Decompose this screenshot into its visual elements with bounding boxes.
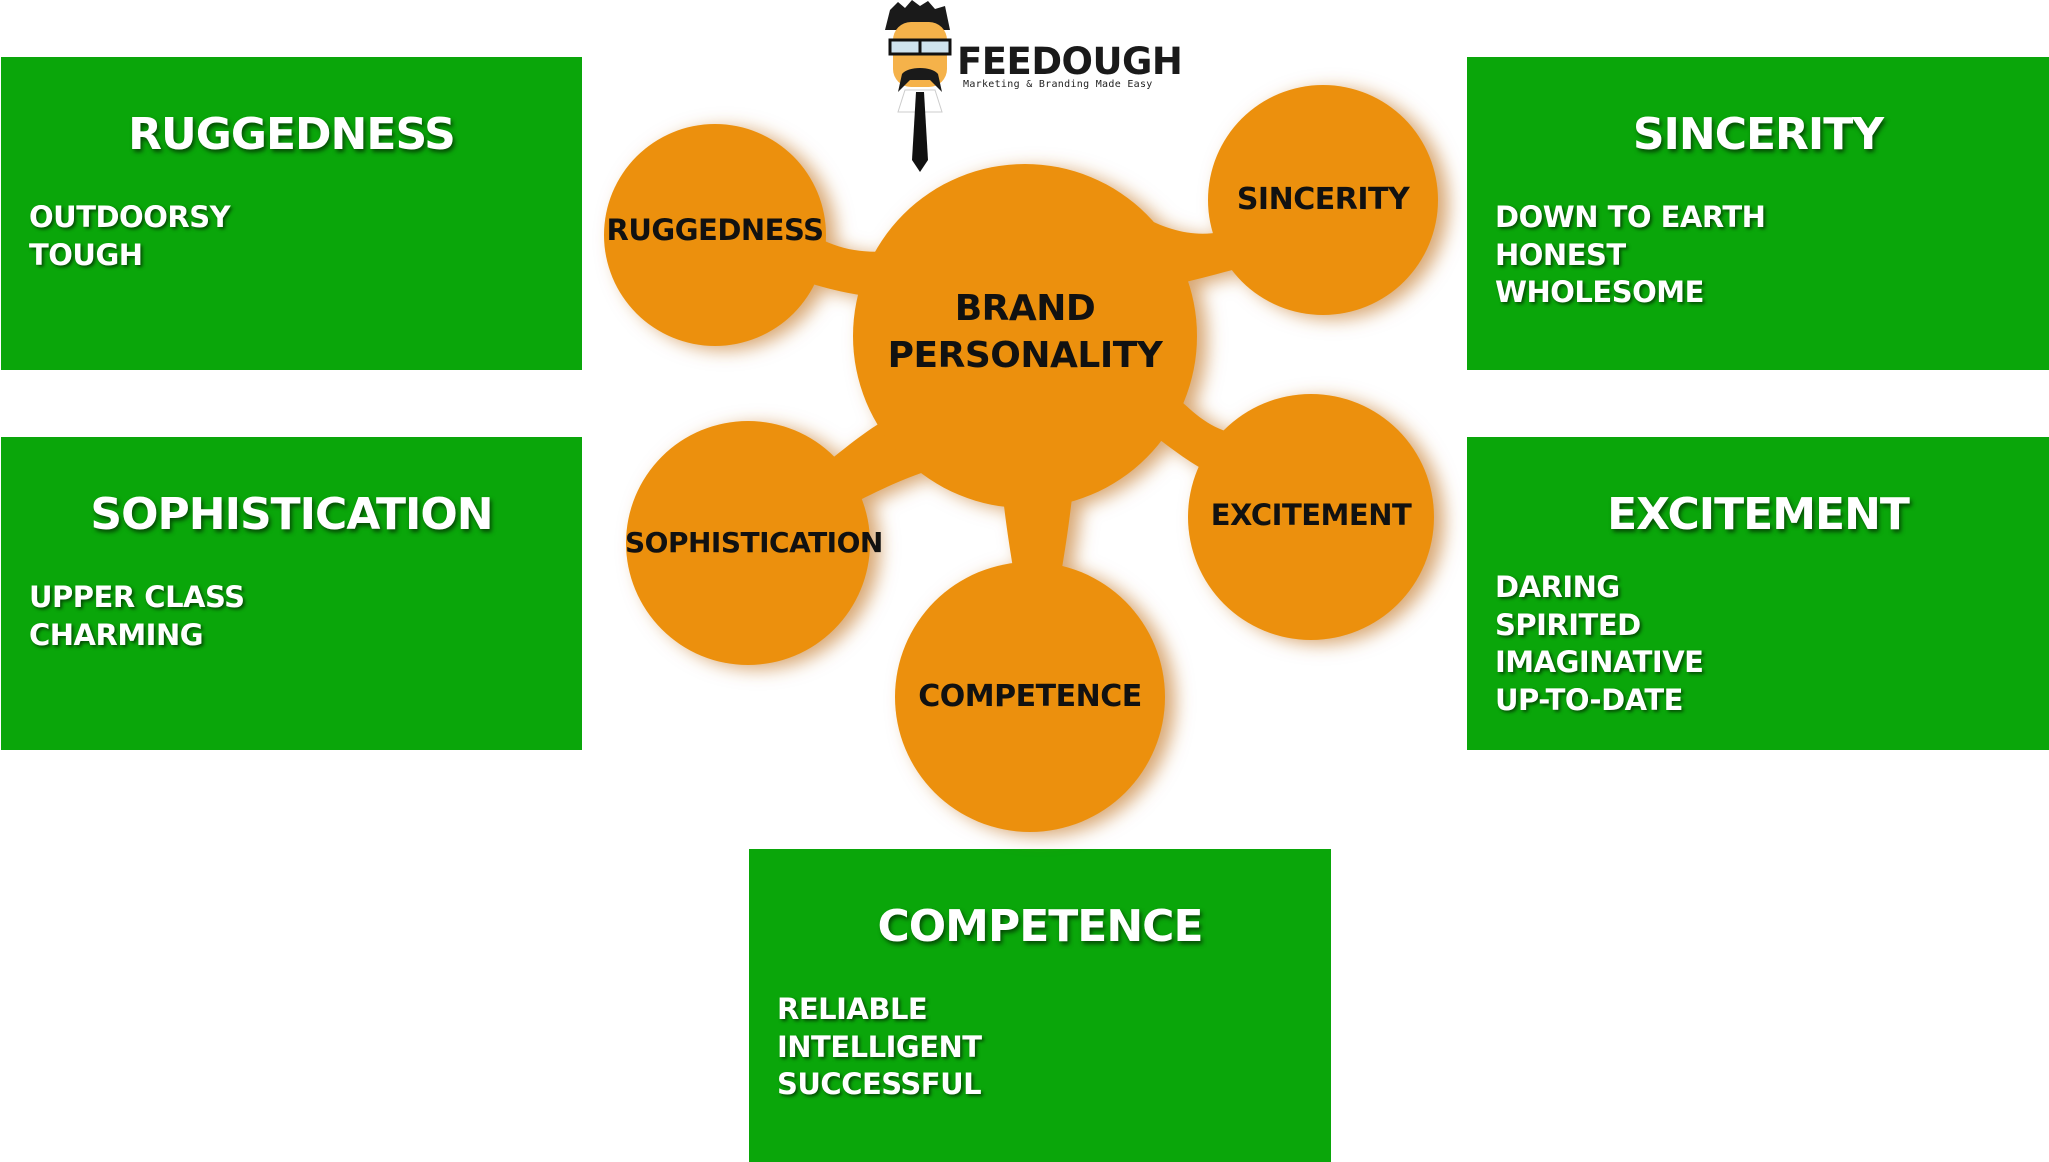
- sophistication-trait-list: UPPER CLASS CHARMING: [29, 579, 245, 654]
- sincerity-trait-list: DOWN TO EARTH HONEST WHOLESOME: [1495, 199, 1766, 312]
- sincerity-box: SINCERITY DOWN TO EARTH HONEST WHOLESOME: [1467, 57, 2049, 370]
- ruggedness-circle-label: RUGGEDNESS: [606, 213, 824, 247]
- trait-item: CHARMING: [29, 617, 204, 652]
- sincerity-box-title: SINCERITY: [1632, 109, 1884, 160]
- competence-circle-label: COMPETENCE: [918, 679, 1142, 714]
- competence-circle: [895, 562, 1165, 832]
- sophistication-box: SOPHISTICATION UPPER CLASS CHARMING: [1, 437, 582, 750]
- trait-item: TOUGH: [29, 237, 143, 272]
- ruggedness-box: RUGGEDNESS OUTDOORSY TOUGH: [1, 57, 582, 370]
- sophistication-box-title: SOPHISTICATION: [90, 489, 493, 540]
- molecule-shape: [604, 85, 1438, 832]
- center-circle: [853, 164, 1197, 508]
- sophistication-circle: [626, 421, 870, 665]
- excitement-box: EXCITEMENT DARING SPIRITED IMAGINATIVE U…: [1467, 437, 2049, 750]
- logo-brand-name: FEEDOUGH: [957, 40, 1183, 83]
- competence-box: COMPETENCE RELIABLE INTELLIGENT SUCCESSF…: [749, 849, 1331, 1162]
- trait-item: INTELLIGENT: [777, 1029, 982, 1064]
- excitement-box-title: EXCITEMENT: [1607, 489, 1910, 540]
- logo-tagline: Marketing & Branding Made Easy: [963, 79, 1153, 90]
- ruggedness-trait-list: OUTDOORSY TOUGH: [29, 199, 231, 274]
- trait-item: OUTDOORSY: [29, 200, 231, 234]
- trait-item: IMAGINATIVE: [1495, 645, 1704, 679]
- trait-item: HONEST: [1495, 237, 1626, 272]
- sincerity-circle: [1208, 85, 1438, 315]
- ruggedness-circle: [604, 124, 826, 346]
- sincerity-circle-label: SINCERITY: [1236, 182, 1410, 217]
- trait-item: UP-TO-DATE: [1495, 682, 1683, 717]
- trait-item: WHOLESOME: [1495, 275, 1704, 309]
- feedough-mascot-icon: [885, 0, 952, 172]
- competence-box-title: COMPETENCE: [877, 901, 1203, 952]
- competence-trait-list: RELIABLE INTELLIGENT SUCCESSFUL: [777, 991, 982, 1104]
- center-label-line1: BRAND: [954, 288, 1096, 329]
- trait-item: SUCCESSFUL: [777, 1067, 982, 1101]
- sophistication-circle-label: SOPHISTICATION: [625, 526, 883, 559]
- excitement-circle-label: EXCITEMENT: [1210, 498, 1412, 532]
- excitement-circle: [1188, 394, 1434, 640]
- trait-item: SPIRITED: [1495, 607, 1641, 642]
- excitement-trait-list: DARING SPIRITED IMAGINATIVE UP-TO-DATE: [1495, 569, 1704, 719]
- trait-item: UPPER CLASS: [29, 580, 245, 614]
- center-label: BRAND PERSONALITY: [880, 285, 1170, 379]
- trait-item: DOWN TO EARTH: [1495, 200, 1766, 234]
- ruggedness-box-title: RUGGEDNESS: [128, 109, 456, 160]
- trait-item: DARING: [1495, 570, 1620, 604]
- trait-item: RELIABLE: [777, 992, 928, 1026]
- center-label-line2: PERSONALITY: [887, 335, 1163, 376]
